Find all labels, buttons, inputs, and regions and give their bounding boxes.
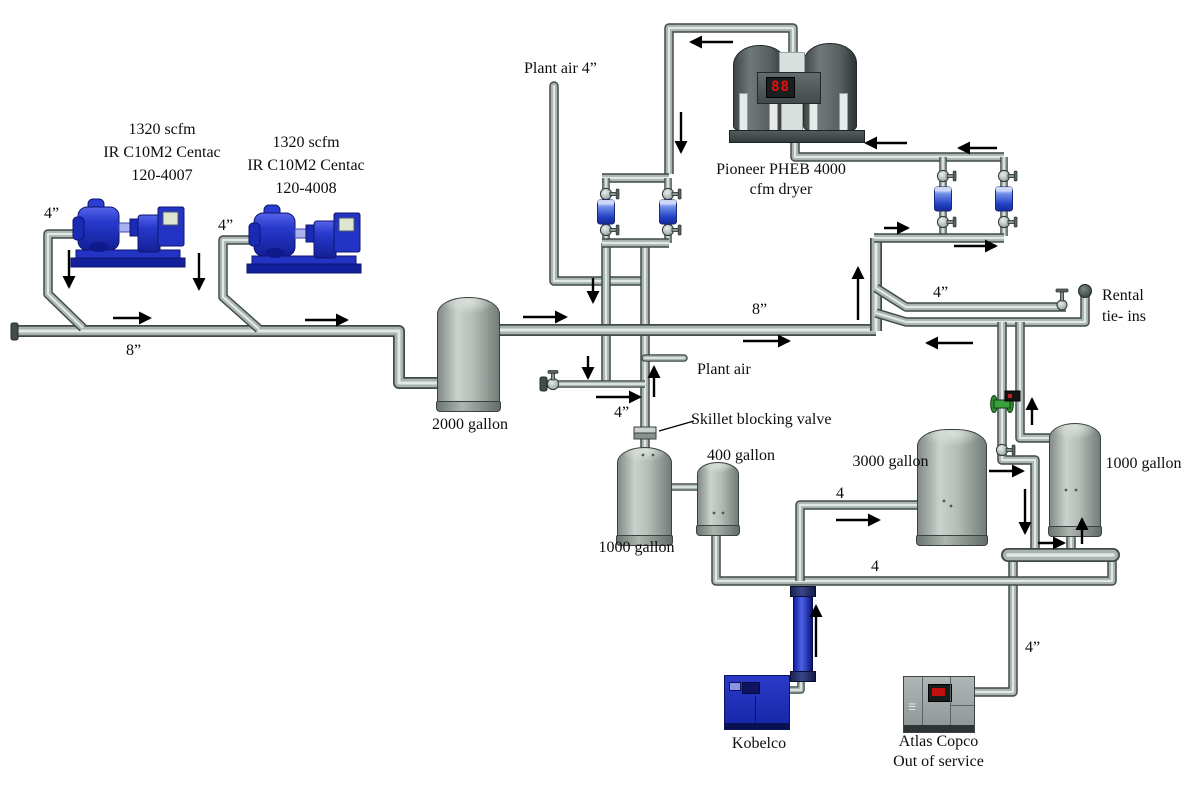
pipe-valve-drop-3000 bbox=[997, 322, 1040, 552]
pipe-atlas-riser bbox=[970, 557, 1018, 697]
rental-size-label: 4” bbox=[933, 284, 949, 301]
skillet-valve-label: Skillet blocking valve bbox=[691, 411, 832, 428]
pipe-drop-1000-right bbox=[1015, 322, 1058, 443]
bottom-line-size-label: 4 bbox=[871, 558, 879, 575]
compressor2-flow: 1320 scfm bbox=[272, 134, 340, 151]
rental-line1: Rental bbox=[1102, 287, 1144, 304]
kobelco-panel bbox=[729, 682, 741, 691]
pipe-branch-3000 bbox=[795, 500, 928, 581]
tank-3000-label: 3000 gallon bbox=[852, 453, 929, 470]
tank-2000-label: 2000 gallon bbox=[432, 416, 508, 433]
compressor2-label: 1320 scfm IR C10M2 Centac 120-4008 bbox=[216, 131, 396, 200]
tank-1000-right-label: 1000 gallon bbox=[1105, 455, 1182, 472]
compressor-centac-4007 bbox=[70, 198, 186, 268]
kobelco-door-seam bbox=[755, 696, 756, 724]
atlas-name: Atlas Copco bbox=[898, 733, 979, 750]
plant-air-branch-label: Plant air bbox=[697, 361, 751, 378]
kobelco-hose bbox=[793, 591, 813, 677]
drop-size-label: 4” bbox=[614, 404, 630, 421]
atlas-display bbox=[928, 684, 952, 702]
compressor1-label: 1320 scfm IR C10M2 Centac 120-4007 bbox=[72, 118, 252, 187]
tank-3000-gallon bbox=[916, 429, 988, 546]
pipe-header-left bbox=[16, 325, 440, 389]
dryer-capacity: cfm dryer bbox=[749, 181, 813, 198]
atlas-riser-size-label: 4” bbox=[1025, 639, 1041, 656]
tank-2000-gallon bbox=[436, 297, 501, 412]
dryer-label: Pioneer PHEB 4000 cfm dryer bbox=[701, 160, 861, 200]
pipe-return-line bbox=[874, 295, 1090, 327]
tank-1000-left-label: 1000 gallon bbox=[598, 539, 675, 556]
header-size-label: 8” bbox=[752, 301, 768, 318]
atlas-seam bbox=[950, 705, 974, 706]
dryer-leg bbox=[839, 93, 848, 132]
header-end-cap bbox=[10, 322, 19, 341]
atlas-base bbox=[904, 725, 974, 732]
branch-size-label: 4 bbox=[836, 485, 844, 502]
pipe-bottom-line bbox=[711, 520, 1117, 586]
tank-400-label: 400 gallon bbox=[707, 447, 775, 464]
dryer-display: 88 bbox=[766, 77, 795, 98]
pipe-plant-air-riser bbox=[549, 81, 650, 286]
pipe-size-label: 4” bbox=[218, 217, 234, 234]
tank-400-gallon bbox=[696, 462, 740, 536]
pipe-compressor1-discharge bbox=[43, 229, 87, 332]
pipe-size-label: 4” bbox=[44, 205, 60, 222]
compressor2-tag: 120-4008 bbox=[275, 180, 337, 197]
header-size-label: 8” bbox=[126, 342, 142, 359]
dryer-center-block bbox=[781, 100, 803, 132]
compressor1-model: IR C10M2 Centac bbox=[103, 144, 221, 161]
dryer-name: Pioneer PHEB 4000 bbox=[716, 161, 846, 178]
pipe-afterfilter-legs bbox=[602, 178, 672, 243]
kobelco-compressor bbox=[724, 675, 790, 730]
tank-1000-gallon-left bbox=[616, 447, 673, 546]
compressor1-tag: 120-4007 bbox=[131, 167, 193, 184]
hose-flange-top bbox=[790, 586, 816, 597]
plant-air-riser-label: Plant air 4” bbox=[524, 60, 597, 77]
dryer-control-box: 88 bbox=[757, 72, 821, 104]
atlas-seam bbox=[950, 677, 951, 732]
rental-tie-ins-label: Rental tie- ins bbox=[1102, 285, 1146, 327]
atlas-status: Out of service bbox=[893, 753, 984, 770]
rental-line2: tie- ins bbox=[1102, 308, 1146, 325]
compressor2-model: IR C10M2 Centac bbox=[247, 157, 365, 174]
hose-flange-bottom bbox=[790, 671, 816, 682]
atlas-copco-compressor: ☰ bbox=[903, 676, 975, 733]
pipe-rental-line bbox=[873, 283, 1066, 312]
compressor1-flow: 1320 scfm bbox=[128, 121, 196, 138]
dryer-base bbox=[729, 130, 865, 143]
dryer-leg bbox=[739, 93, 748, 132]
kobelco-display bbox=[742, 682, 760, 694]
pipe-prefilter-legs bbox=[939, 157, 1008, 236]
compressor-centac-4008 bbox=[246, 204, 362, 274]
atlas-display-red bbox=[932, 688, 945, 696]
pipe-dryer-inlet-line bbox=[790, 140, 1004, 162]
atlas-logo: ☰ bbox=[908, 703, 917, 713]
kobelco-label: Kobelco bbox=[731, 735, 787, 752]
atlas-label: Atlas Copco Out of service bbox=[886, 732, 991, 772]
pipe-dryer-outlet-top bbox=[664, 23, 798, 174]
atlas-seam bbox=[922, 677, 923, 732]
tank-1000-gallon-right bbox=[1048, 423, 1102, 537]
kobelco-base bbox=[725, 723, 789, 729]
pipe-compressor2-discharge bbox=[218, 235, 263, 333]
